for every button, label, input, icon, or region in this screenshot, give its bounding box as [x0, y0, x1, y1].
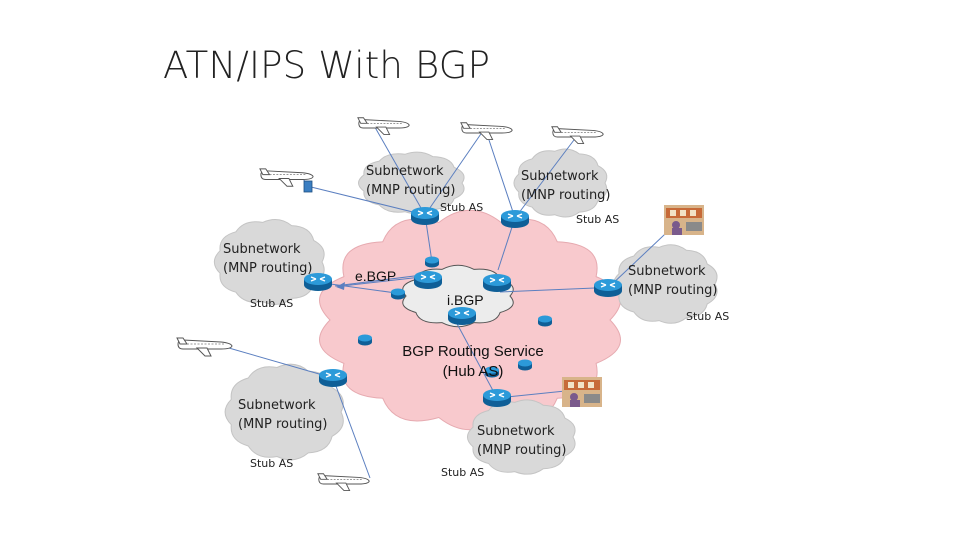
airplane-icon [357, 117, 410, 135]
stub-as-label: Stub AS [441, 466, 485, 479]
router-icon [447, 306, 477, 326]
ground-station-icon [664, 205, 704, 235]
stub-as-label: Stub AS [250, 457, 294, 470]
subnet-label: Subnetwork (MNP routing) [238, 396, 328, 434]
network-link [514, 131, 581, 219]
subnet-label: Subnetwork (MNP routing) [521, 167, 611, 205]
subnet-cloud [466, 399, 576, 475]
router-icon [593, 278, 623, 298]
airplane-icon [460, 122, 513, 140]
airplane-icon [317, 473, 370, 491]
subnet-routing: (MNP routing) [477, 443, 567, 458]
subnet-cloud [213, 219, 325, 305]
small-router-icon [538, 315, 552, 327]
subnet-name: Subnetwork [366, 164, 444, 179]
subnet-name: Subnetwork [477, 424, 555, 439]
ibgp-label: i.BGP [447, 292, 484, 308]
small-router-icon [358, 334, 372, 346]
network-link [424, 127, 486, 216]
subnet-routing: (MNP routing) [366, 183, 456, 198]
subnet-routing: (MNP routing) [223, 261, 313, 276]
router-icon [482, 388, 512, 408]
subnet-label: Subnetwork (MNP routing) [477, 422, 567, 460]
network-link [332, 377, 371, 479]
ebgp-label: e.BGP [355, 268, 397, 284]
subnet-routing: (MNP routing) [238, 417, 328, 432]
airplane-icon [551, 126, 604, 144]
subnet-label: Subnetwork (MNP routing) [628, 262, 718, 300]
router-icon [413, 270, 443, 290]
ebgp-link [499, 287, 596, 293]
hub-label: BGP Routing Service (Hub AS) [397, 342, 549, 382]
stub-as-label: Stub AS [440, 201, 484, 214]
router-icon [318, 368, 348, 388]
small-router-icon [425, 256, 439, 268]
ground-station-icon [562, 377, 602, 407]
subnet-name: Subnetwork [628, 264, 706, 279]
network-link [371, 121, 426, 216]
stub-as-label: Stub AS [250, 297, 294, 310]
router-icon [410, 206, 440, 226]
network-link [334, 273, 431, 287]
network-link [484, 127, 516, 219]
airplane-icon [176, 337, 233, 357]
slide-title: ATN/IPS With BGP [163, 44, 491, 87]
subnet-name: Subnetwork [521, 169, 599, 184]
stub-as-label: Stub AS [686, 310, 730, 323]
hub-name: BGP Routing Service [402, 343, 544, 360]
subnet-name: Subnetwork [223, 242, 301, 257]
subnet-cloud [513, 148, 608, 218]
subnet-routing: (MNP routing) [628, 283, 718, 298]
router-icon [500, 209, 530, 229]
subnet-routing: (MNP routing) [521, 188, 611, 203]
small-router-icon [391, 288, 405, 300]
hub-as: (Hub AS) [442, 363, 504, 380]
subnet-label: Subnetwork (MNP routing) [223, 240, 313, 278]
router-icon [482, 273, 512, 293]
stub-as-label: Stub AS [576, 213, 620, 226]
network-link [454, 319, 498, 399]
subnet-name: Subnetwork [238, 398, 316, 413]
device-icon [303, 180, 313, 193]
ebgp-arrowhead [336, 282, 345, 290]
network-link [306, 185, 426, 216]
subnet-label: Subnetwork (MNP routing) [366, 162, 456, 200]
